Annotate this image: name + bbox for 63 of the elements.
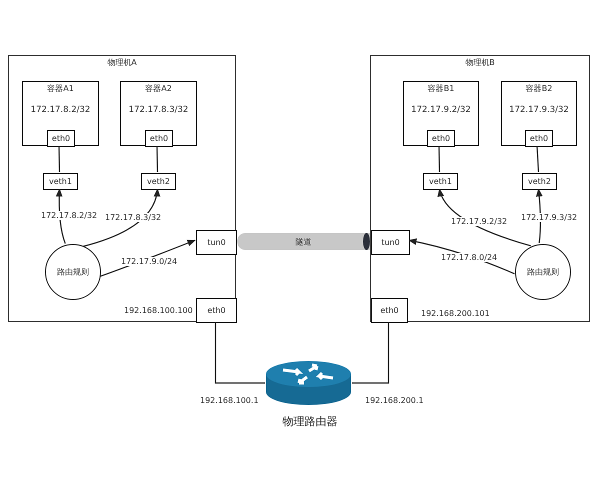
box-title: 容器A1 (47, 83, 74, 94)
connector-line (352, 322, 390, 384)
interface-box (423, 173, 458, 190)
ip-address: 172.17.8.2/32 (30, 105, 90, 115)
rule-label: 路由规则 (57, 266, 89, 278)
edge-label: 172.17.9.0/24 (120, 257, 178, 266)
interface-label: eth0 (380, 306, 399, 315)
tunnel-label: 隧道 (296, 236, 312, 247)
machine-box (8, 55, 236, 322)
arrow (83, 188, 160, 247)
interface-label: veth1 (49, 177, 72, 186)
edge-label: 192.168.200.1 (364, 396, 425, 405)
connector-line (58, 144, 60, 172)
router-drawing (265, 360, 352, 406)
interface-label: veth2 (147, 177, 170, 186)
tunnel-band (237, 233, 370, 250)
container-box (120, 81, 197, 146)
container-box (22, 81, 99, 146)
edge-label: 172.17.9.3/32 (520, 213, 578, 222)
interface-label: eth0 (432, 134, 450, 143)
interface-box (427, 130, 455, 147)
interface-label: eth0 (52, 134, 70, 143)
interface-box (43, 173, 78, 190)
ip-address: 172.17.9.3/32 (509, 105, 569, 115)
interface-label: veth1 (429, 177, 452, 186)
container-box (501, 81, 577, 146)
interface-box (47, 130, 75, 147)
device-caption: 物理路由器 (282, 414, 338, 429)
interface-label: tun0 (381, 238, 400, 247)
edge-label: 172.17.8.3/32 (104, 213, 162, 222)
box-title: 物理机A (107, 57, 137, 68)
interface-label: veth2 (528, 177, 551, 186)
interface-box (522, 173, 557, 190)
machine-box (370, 55, 590, 322)
rule-label: 路由规则 (527, 266, 559, 278)
box-title: 容器B2 (526, 83, 552, 94)
ip-address: 172.17.8.3/32 (128, 105, 188, 115)
interface-box (371, 230, 410, 255)
connector-line (214, 322, 265, 384)
container-box (403, 81, 479, 146)
ip-address: 192.168.100.100 (124, 306, 193, 315)
interface-box (525, 130, 553, 147)
connector-line (438, 144, 440, 172)
edge-label: 172.17.9.2/32 (450, 217, 508, 226)
box-title: 容器B1 (428, 83, 454, 94)
interface-box (145, 130, 173, 147)
box-title: 物理机B (465, 57, 495, 68)
box-title: 容器A2 (145, 83, 172, 94)
interface-box (141, 173, 176, 190)
edge-label: 172.17.8.0/24 (440, 253, 498, 262)
interface-label: eth0 (530, 134, 548, 143)
interface-label: tun0 (207, 238, 226, 247)
edge-label: 192.168.100.1 (199, 396, 260, 405)
interface-box (371, 298, 408, 323)
interface-label: eth0 (150, 134, 168, 143)
interface-box (196, 298, 237, 323)
ip-address: 192.168.200.101 (421, 309, 490, 318)
interface-label: eth0 (207, 306, 226, 315)
connector-line (156, 144, 158, 172)
edge-label: 172.17.8.2/32 (40, 211, 98, 220)
interface-box (196, 230, 237, 255)
connector-line (536, 144, 540, 172)
ip-address: 172.17.9.2/32 (411, 105, 471, 115)
